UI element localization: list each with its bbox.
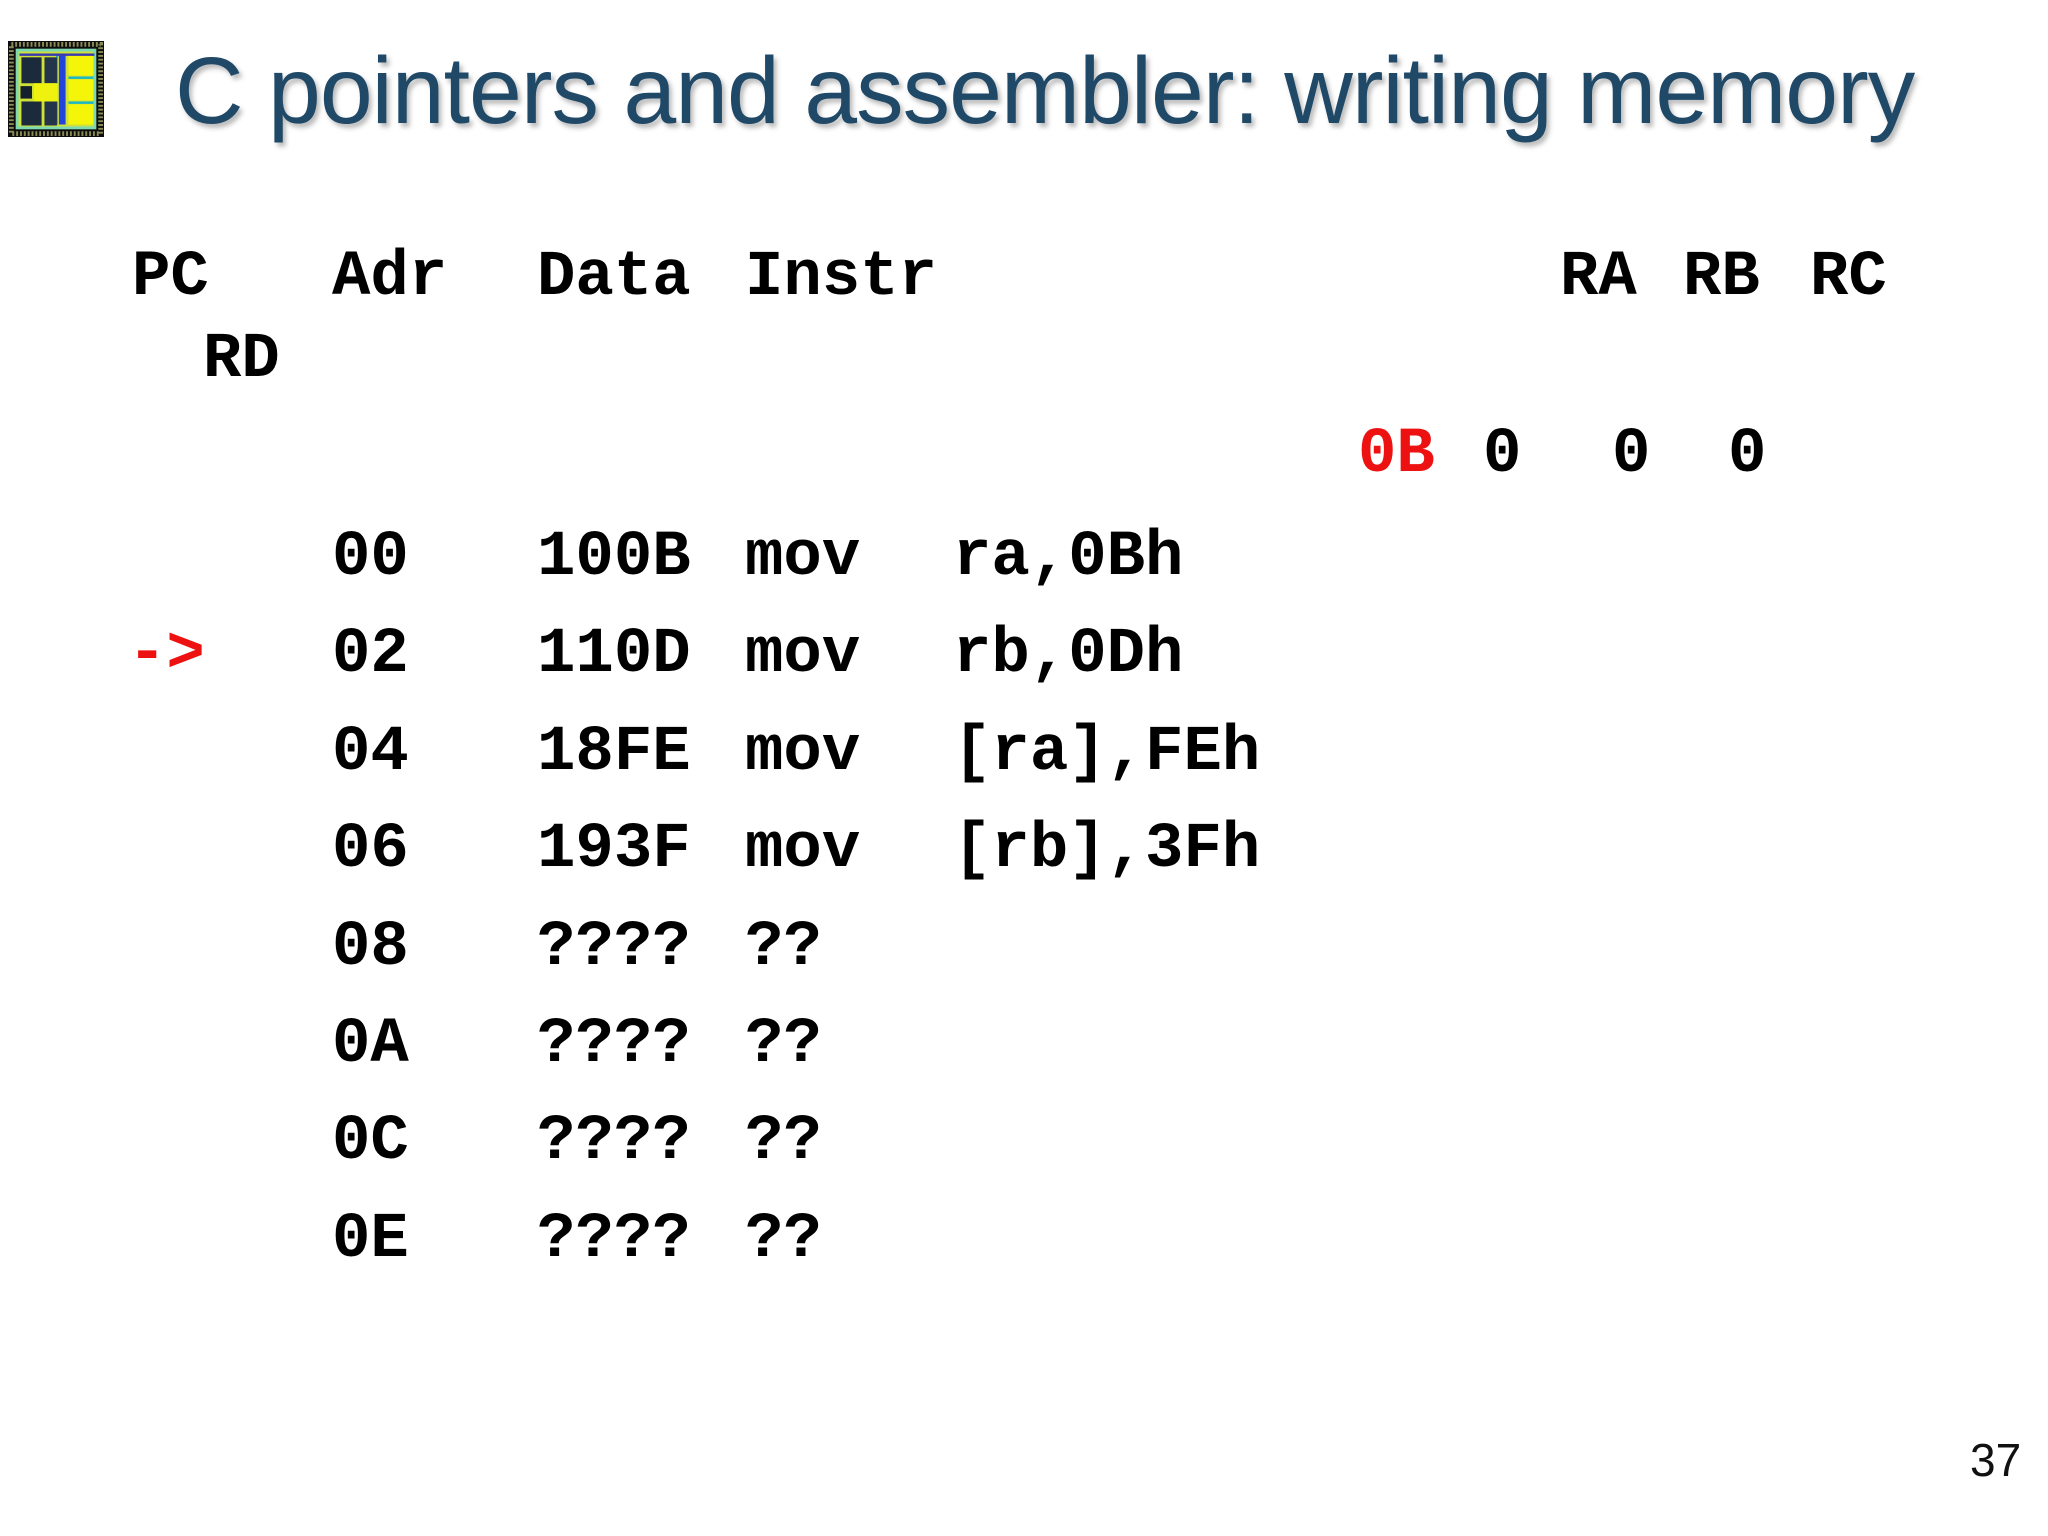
column-header-rd: RD bbox=[203, 324, 280, 396]
cell-adr: 06 bbox=[332, 814, 409, 886]
register-value-ra: 0B bbox=[1358, 419, 1435, 491]
cell-instr: ?? bbox=[745, 1204, 822, 1276]
cell-operand: ra,0Bh bbox=[953, 522, 1184, 594]
memory-row-0E: 0E?????? bbox=[0, 1208, 2048, 1272]
slide-title: C pointers and assembler: writing memory bbox=[175, 38, 1915, 144]
register-values-row: 0B 0 0 0 bbox=[0, 423, 2048, 487]
table-header-row-2: RD bbox=[0, 328, 2048, 392]
memory-row-08: 08?????? bbox=[0, 916, 2048, 980]
cell-data: ???? bbox=[537, 1106, 691, 1178]
cell-data: 18FE bbox=[537, 717, 691, 789]
cell-adr: 04 bbox=[332, 717, 409, 789]
column-header-data: Data bbox=[537, 242, 691, 314]
cell-data: 110D bbox=[537, 619, 691, 691]
column-header-pc: PC bbox=[132, 242, 209, 314]
register-value-rb: 0 bbox=[1483, 419, 1522, 491]
cell-data: 193F bbox=[537, 814, 691, 886]
column-header-rc: RC bbox=[1810, 242, 1887, 314]
cell-instr: ?? bbox=[745, 912, 822, 984]
memory-row-0C: 0C?????? bbox=[0, 1110, 2048, 1174]
cell-adr: 0E bbox=[332, 1204, 409, 1276]
chip-die-icon bbox=[8, 41, 104, 137]
cell-adr: 02 bbox=[332, 619, 409, 691]
register-value-rd: 0 bbox=[1728, 419, 1767, 491]
cell-instr: ?? bbox=[745, 1009, 822, 1081]
cell-operand: [rb],3Fh bbox=[953, 814, 1261, 886]
register-value-rc: 0 bbox=[1612, 419, 1651, 491]
cell-instr: ?? bbox=[745, 1106, 822, 1178]
pc-arrow-icon: -> bbox=[128, 619, 205, 691]
cell-adr: 00 bbox=[332, 522, 409, 594]
column-header-ra: RA bbox=[1560, 242, 1637, 314]
column-header-rb: RB bbox=[1683, 242, 1760, 314]
cell-data: ???? bbox=[537, 912, 691, 984]
cell-operand: [ra],FEh bbox=[953, 717, 1261, 789]
cell-data: ???? bbox=[537, 1204, 691, 1276]
cell-instr: mov bbox=[745, 814, 861, 886]
table-header-row: PC Adr Data Instr RA RB RC bbox=[0, 246, 2048, 310]
cell-instr: mov bbox=[745, 522, 861, 594]
column-header-instr: Instr bbox=[745, 242, 938, 314]
cell-operand: rb,0Dh bbox=[953, 619, 1184, 691]
cell-data: ???? bbox=[537, 1009, 691, 1081]
column-header-adr: Adr bbox=[332, 242, 448, 314]
memory-row-0A: 0A?????? bbox=[0, 1013, 2048, 1077]
cell-instr: mov bbox=[745, 717, 861, 789]
cell-data: 100B bbox=[537, 522, 691, 594]
cell-adr: 08 bbox=[332, 912, 409, 984]
cell-adr: 0C bbox=[332, 1106, 409, 1178]
cell-adr: 0A bbox=[332, 1009, 409, 1081]
cell-instr: mov bbox=[745, 619, 861, 691]
page-number: 37 bbox=[1970, 1434, 2022, 1486]
